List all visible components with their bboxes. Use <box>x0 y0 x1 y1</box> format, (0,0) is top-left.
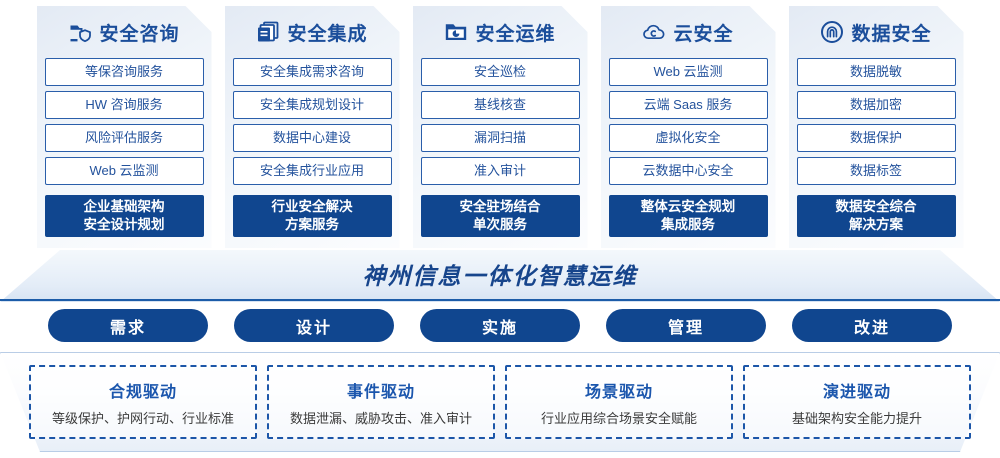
column-item[interactable]: 安全集成需求咨询 <box>233 58 392 86</box>
column-item-list: 等保咨询服务 HW 咨询服务 风险评估服务 Web 云监测 企业基础架构 安全设… <box>45 58 204 237</box>
driver-card-incident[interactable]: 事件驱动 数据泄漏、威胁攻击、准入审计 <box>267 365 495 439</box>
column-highlight-item[interactable]: 企业基础架构 安全设计规划 <box>45 195 204 237</box>
column-item[interactable]: 基线核查 <box>421 91 580 119</box>
highlight-line-1: 数据安全综合 <box>835 199 917 214</box>
driver-description: 行业应用综合场景安全赋能 <box>540 410 697 426</box>
capability-column-security-operations[interactable]: 安全运维 安全巡检 基线核查 漏洞扫描 准入审计 安全驻场结合 单次服务 <box>413 6 588 248</box>
column-item[interactable]: Web 云监测 <box>45 157 204 185</box>
column-item[interactable]: 漏洞扫描 <box>421 124 580 152</box>
column-title: 安全运维 <box>475 23 556 45</box>
column-item[interactable]: 数据脱敏 <box>797 58 956 86</box>
column-item-list: 安全集成需求咨询 安全集成规划设计 数据中心建设 安全集成行业应用 行业安全解决… <box>233 58 392 237</box>
platform-banner-title: 神州信息一体化智慧运维 <box>362 263 638 289</box>
column-header: 数据安全 <box>797 6 956 58</box>
driver-title: 事件驱动 <box>346 383 415 401</box>
highlight-line-1: 整体云安全规划 <box>640 199 736 214</box>
lifecycle-stage-management[interactable]: 管理 <box>606 309 766 342</box>
lifecycle-stage-implementation[interactable]: 实施 <box>420 309 580 342</box>
driver-card-compliance[interactable]: 合规驱动 等级保护、护网行动、行业标准 <box>29 365 257 439</box>
column-item[interactable]: 安全集成行业应用 <box>233 157 392 185</box>
column-item[interactable]: 云数据中心安全 <box>609 157 768 185</box>
column-highlight-item[interactable]: 数据安全综合 解决方案 <box>797 195 956 237</box>
column-title: 安全咨询 <box>99 23 180 45</box>
capability-column-security-consulting[interactable]: 安全咨询 等保咨询服务 HW 咨询服务 风险评估服务 Web 云监测 企业基础架… <box>37 6 212 248</box>
column-item[interactable]: 安全巡检 <box>421 58 580 86</box>
column-item[interactable]: 安全集成规划设计 <box>233 91 392 119</box>
platform-banner: 神州信息一体化智慧运维 <box>0 250 1000 302</box>
column-item[interactable]: 风险评估服务 <box>45 124 204 152</box>
capability-column-security-integration[interactable]: 安全集成 安全集成需求咨询 安全集成规划设计 数据中心建设 安全集成行业应用 行… <box>225 6 400 248</box>
column-header: 云安全 <box>609 6 768 58</box>
driver-title: 合规驱动 <box>108 383 177 401</box>
lifecycle-stage-design[interactable]: 设计 <box>234 309 394 342</box>
folder-shield-icon <box>68 20 92 44</box>
driver-description: 等级保护、护网行动、行业标准 <box>51 410 234 426</box>
column-item[interactable]: 准入审计 <box>421 157 580 185</box>
column-title: 云安全 <box>673 23 734 45</box>
column-item[interactable]: 等保咨询服务 <box>45 58 204 86</box>
column-header: 安全运维 <box>421 6 580 58</box>
column-header: 安全咨询 <box>45 6 204 58</box>
column-item[interactable]: 数据标签 <box>797 157 956 185</box>
column-highlight-item[interactable]: 整体云安全规划 集成服务 <box>609 195 768 237</box>
column-item[interactable]: 云端 Saas 服务 <box>609 91 768 119</box>
banner-underline <box>0 299 1000 301</box>
column-title: 安全集成 <box>287 23 368 45</box>
capability-columns: 安全咨询 等保咨询服务 HW 咨询服务 风险评估服务 Web 云监测 企业基础架… <box>0 6 1000 254</box>
highlight-line-2: 单次服务 <box>473 217 527 232</box>
column-item[interactable]: 数据加密 <box>797 91 956 119</box>
driver-description: 基础架构安全能力提升 <box>791 410 922 426</box>
column-item[interactable]: 数据中心建设 <box>233 124 392 152</box>
highlight-line-2: 集成服务 <box>661 217 715 232</box>
lifecycle-stage-improvement[interactable]: 改进 <box>792 309 952 342</box>
lifecycle-stage-requirements[interactable]: 需求 <box>48 309 208 342</box>
column-highlight-item[interactable]: 行业安全解决 方案服务 <box>233 195 392 237</box>
column-item-list: 安全巡检 基线核查 漏洞扫描 准入审计 安全驻场结合 单次服务 <box>421 58 580 237</box>
highlight-line-2: 方案服务 <box>285 217 339 232</box>
drivers-row: 合规驱动 等级保护、护网行动、行业标准 事件驱动 数据泄漏、威胁攻击、准入审计 … <box>0 352 1000 452</box>
driver-card-scenario[interactable]: 场景驱动 行业应用综合场景安全赋能 <box>505 365 733 439</box>
column-header: 安全集成 <box>233 6 392 58</box>
capability-column-data-security[interactable]: 数据安全 数据脱敏 数据加密 数据保护 数据标签 数据安全综合 解决方案 <box>789 6 964 248</box>
column-item[interactable]: 数据保护 <box>797 124 956 152</box>
column-highlight-item[interactable]: 安全驻场结合 单次服务 <box>421 195 580 237</box>
fingerprint-icon <box>820 20 844 44</box>
highlight-line-1: 企业基础架构 <box>83 199 165 214</box>
capability-column-cloud-security[interactable]: 云安全 Web 云监测 云端 Saas 服务 虚拟化安全 云数据中心安全 整体云… <box>601 6 776 248</box>
highlight-line-2: 安全设计规划 <box>83 217 165 232</box>
column-item[interactable]: 虚拟化安全 <box>609 124 768 152</box>
highlight-line-2: 解决方案 <box>849 217 903 232</box>
stacked-documents-icon <box>256 20 280 44</box>
column-item[interactable]: Web 云监测 <box>609 58 768 86</box>
driver-card-evolution[interactable]: 演进驱动 基础架构安全能力提升 <box>743 365 971 439</box>
driver-description: 数据泄漏、威胁攻击、准入审计 <box>289 410 472 426</box>
driver-title: 场景驱动 <box>584 383 653 401</box>
highlight-line-1: 行业安全解决 <box>271 199 353 214</box>
column-item-list: Web 云监测 云端 Saas 服务 虚拟化安全 云数据中心安全 整体云安全规划… <box>609 58 768 237</box>
folder-chart-icon <box>444 20 468 44</box>
cloud-icon <box>642 20 666 44</box>
highlight-line-1: 安全驻场结合 <box>459 199 541 214</box>
driver-title: 演进驱动 <box>822 383 891 401</box>
column-title: 数据安全 <box>851 23 932 45</box>
column-item-list: 数据脱敏 数据加密 数据保护 数据标签 数据安全综合 解决方案 <box>797 58 956 237</box>
column-item[interactable]: HW 咨询服务 <box>45 91 204 119</box>
lifecycle-stage-row: 需求 设计 实施 管理 改进 <box>0 309 1000 345</box>
